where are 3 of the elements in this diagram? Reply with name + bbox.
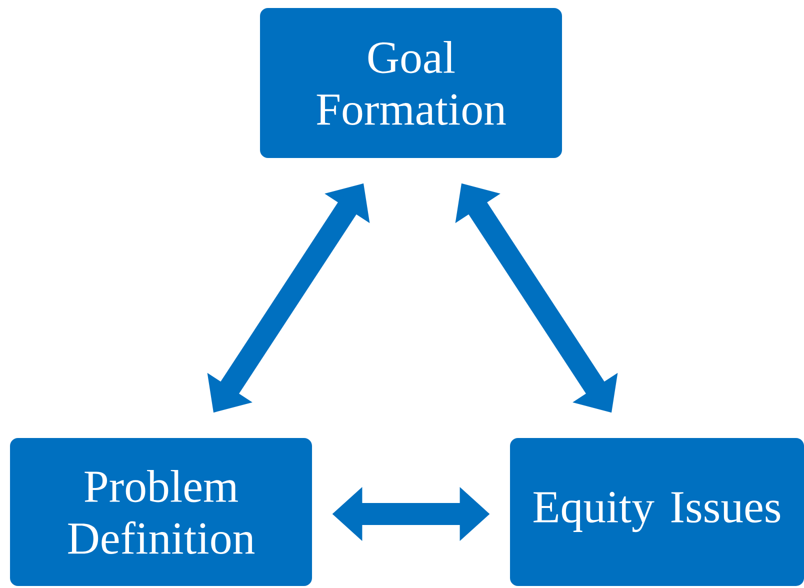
process-box: Problem Definition bbox=[10, 438, 312, 586]
process-box: Goal Formation bbox=[260, 8, 562, 158]
process-box: Equity Issues bbox=[510, 438, 804, 586]
